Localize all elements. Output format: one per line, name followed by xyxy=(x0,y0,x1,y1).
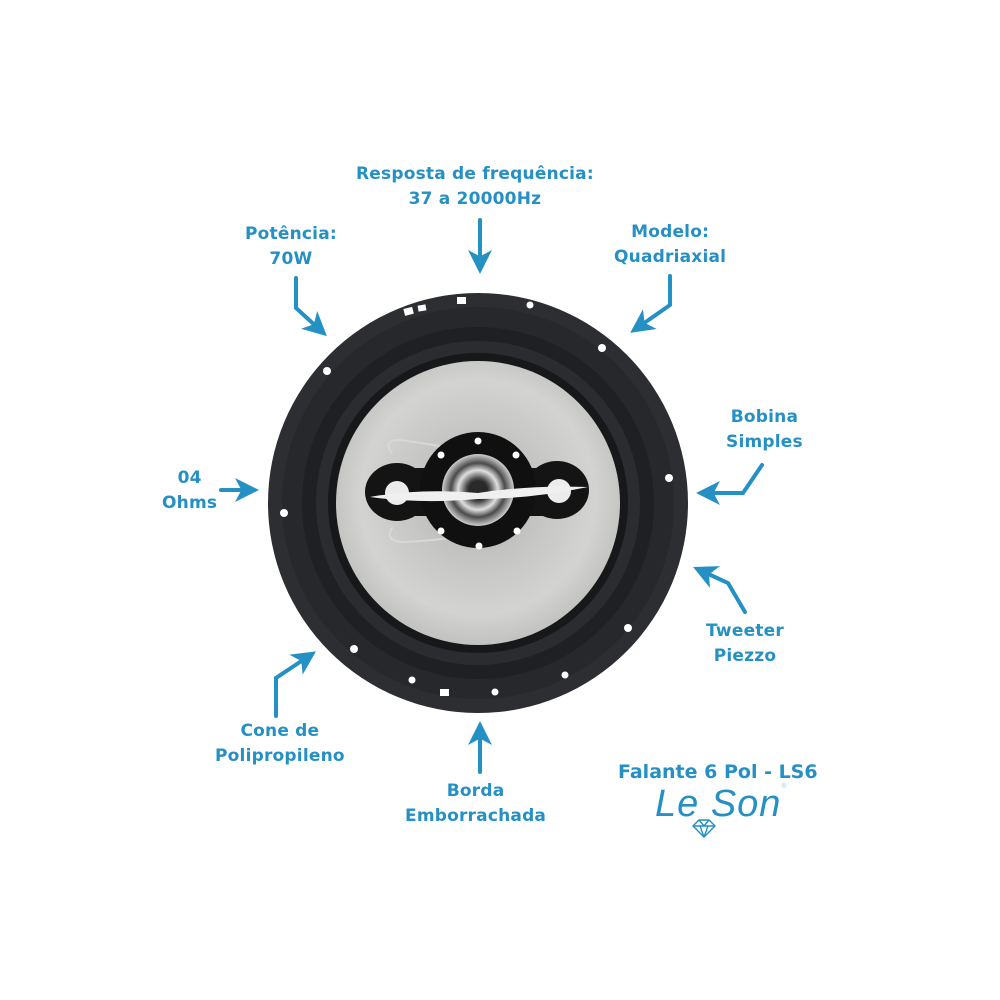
brand-logo: Le Son® xyxy=(655,783,788,826)
arrow-cone xyxy=(274,651,316,718)
brand-name: Le Son xyxy=(655,783,782,825)
spec-model: Modelo: Quadriaxial xyxy=(614,220,726,270)
spec-model-title: Modelo: xyxy=(631,222,710,242)
product-title: Falante 6 Pol - LS6 xyxy=(618,761,818,783)
spec-impedance-title: 04 xyxy=(177,468,202,488)
spec-tweeter: Tweeter Piezzo xyxy=(706,619,784,669)
arrow-coil xyxy=(696,463,764,505)
arrow-model xyxy=(630,274,672,333)
spec-frequency-title: Resposta de frequência: xyxy=(356,164,594,184)
spec-impedance-value: Ohms xyxy=(162,493,218,513)
spec-edge-title: Borda xyxy=(446,781,505,801)
tweeter-assembly xyxy=(365,432,589,550)
spec-frequency: Resposta de frequência: 37 a 20000Hz xyxy=(356,162,594,212)
spec-tweeter-title: Tweeter xyxy=(706,621,784,641)
spec-coil-value: Simples xyxy=(726,432,803,452)
spec-frequency-value: 37 a 20000Hz xyxy=(408,189,542,209)
spec-impedance: 04 Ohms xyxy=(162,466,217,516)
spec-cone-value: Polipropileno xyxy=(215,746,345,766)
spec-cone-title: Cone de xyxy=(240,721,320,741)
arrow-power xyxy=(294,276,327,337)
annotation-arrows xyxy=(219,218,764,774)
spec-power-title: Potência: xyxy=(245,224,337,244)
spec-edge-value: Emborrachada xyxy=(405,806,547,826)
spec-coil-title: Bobina xyxy=(730,407,799,427)
spec-power-value: 70W xyxy=(269,249,313,269)
spec-coil: Bobina Simples xyxy=(726,405,803,455)
diamond-icon xyxy=(692,819,716,838)
registered-mark: ® xyxy=(781,783,788,790)
spec-model-value: Quadriaxial xyxy=(614,247,727,267)
spec-tweeter-value: Piezzo xyxy=(713,646,777,666)
spec-edge: Borda Emborrachada xyxy=(405,779,546,829)
arrow-tweeter xyxy=(693,566,747,614)
spec-power: Potência: 70W xyxy=(245,222,337,272)
spec-cone: Cone de Polipropileno xyxy=(215,719,345,769)
